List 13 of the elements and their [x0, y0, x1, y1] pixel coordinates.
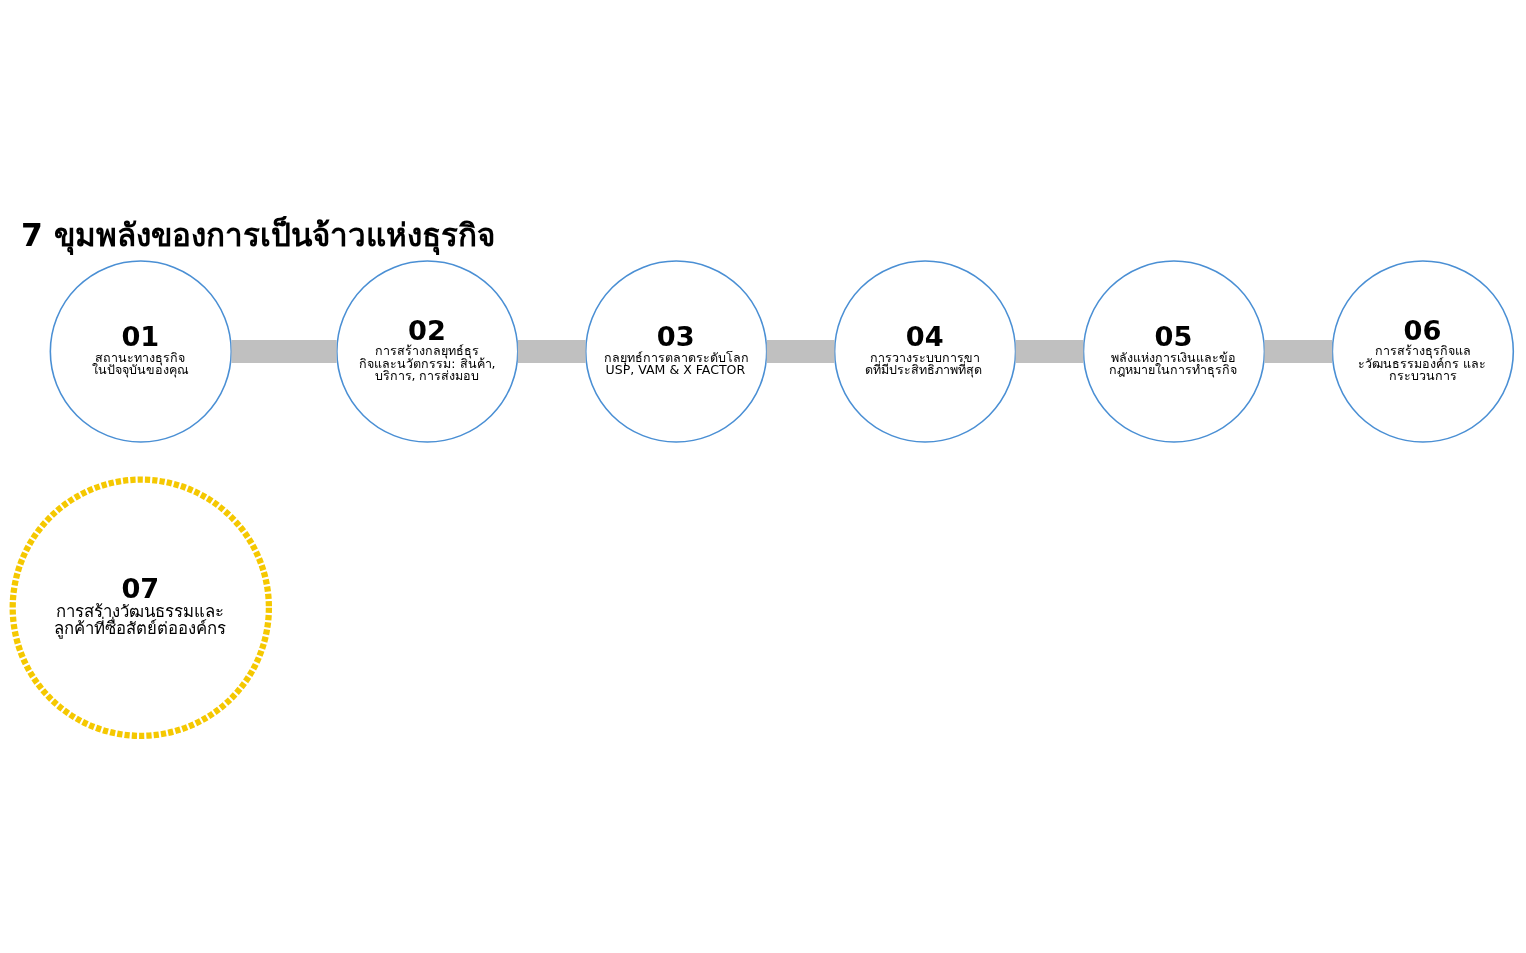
node-circle: 01 สถานะทางธุรกิจในปัจจุบันของคุณ: [49, 259, 233, 443]
connector: [1015, 339, 1084, 363]
node-circle: 04 การวางระบบการขาดที่มีประสิทธิภาพที่สุด: [833, 259, 1017, 443]
connector: [517, 339, 586, 363]
node-circle: 02 การสร้างกลยุทธ์ธุรกิจและนวัตกรรม: สินค้า, บริการ, การส่งมอบ: [336, 259, 519, 443]
node-circle: 06 การสร้างธุรกิจและวัฒนธรรมองค์กร และ กระบวนการ: [1331, 259, 1515, 443]
connector: [231, 339, 337, 363]
node-circle: 03 กลยุทธ์การตลาดระดับโลก USP, VAM & X FACTOR: [584, 259, 768, 443]
connector: [1264, 339, 1333, 363]
node-circle: 05 พลังแห่งการเงินและข้อกฎหมายในการทำธุรกิจ: [1082, 259, 1266, 443]
node-circle: 07 การสร้างวัฒนธรรมและลูกค้าที่ซื่อสัตย์ต่อองค์กร: [9, 475, 273, 739]
connector: [766, 339, 835, 363]
diagram-title: 7 ขุมพลังของการเป็นจ้าวแห่งธุรกิจ: [21, 216, 495, 253]
